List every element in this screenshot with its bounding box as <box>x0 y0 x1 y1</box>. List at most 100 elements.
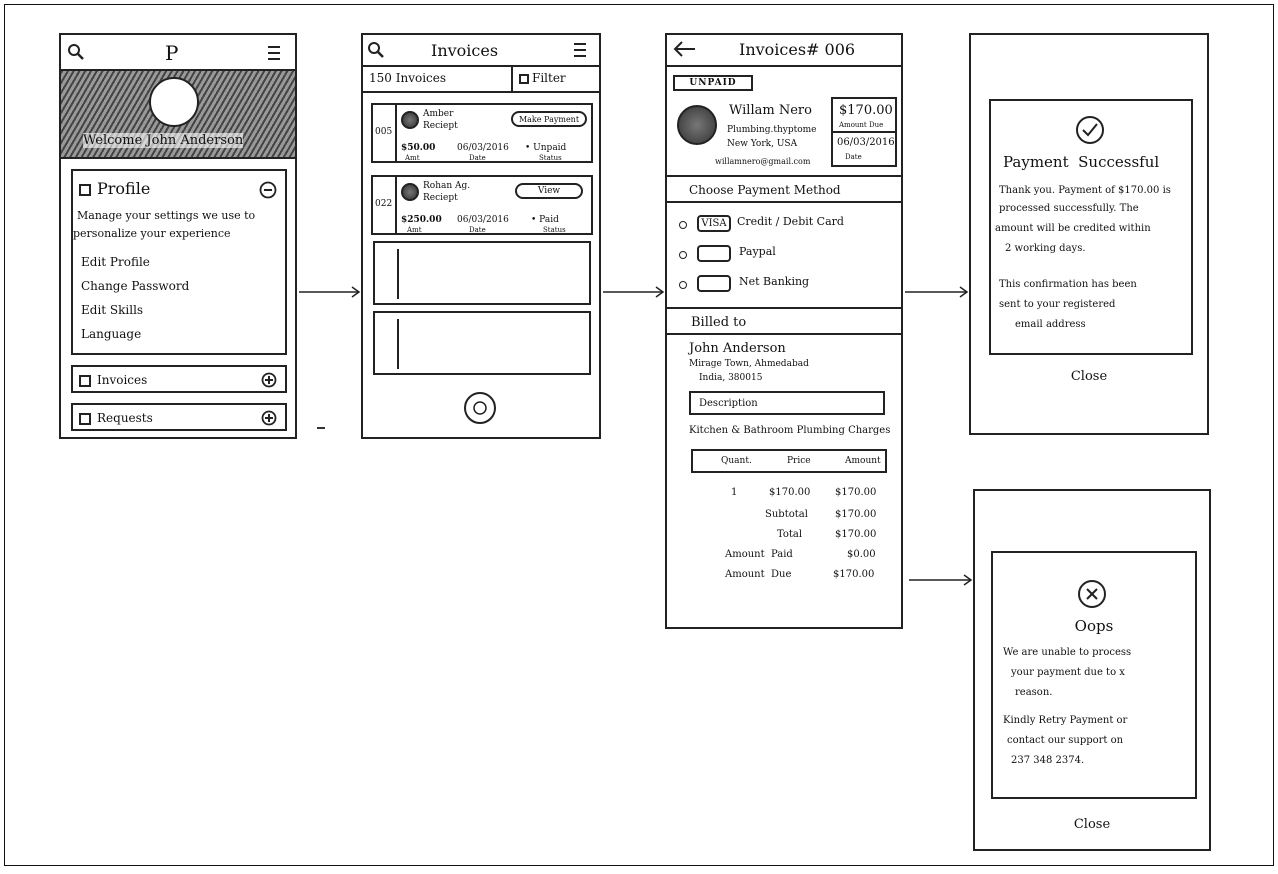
profile-card: Profile Manage your settings we use to p… <box>71 169 287 355</box>
filter-toggle[interactable]: Filter <box>519 71 566 85</box>
error-dialog: Oops We are unable to process your payme… <box>991 551 1197 799</box>
profile-title[interactable]: Profile <box>79 179 150 198</box>
check-circle-icon <box>1076 116 1104 144</box>
view-button[interactable]: View <box>515 183 583 199</box>
success-msg-3: amount will be credited within <box>995 223 1151 234</box>
back-arrow-icon[interactable] <box>673 41 697 57</box>
screen-payment-failed: Oops We are unable to process your payme… <box>973 489 1211 851</box>
col-quant: Quant. <box>721 456 752 466</box>
vendor-location: New York, USA <box>727 139 798 149</box>
filter-checkbox[interactable] <box>519 73 529 84</box>
menu-edit-profile[interactable]: Edit Profile <box>81 255 150 269</box>
amount-paid-value: $0.00 <box>847 549 876 560</box>
search-icon[interactable] <box>67 43 85 61</box>
success-msg-5: This confirmation has been <box>999 279 1137 290</box>
invoice-amount-label: Amt <box>405 154 420 162</box>
error-circle-icon <box>1078 580 1106 608</box>
menu-language[interactable]: Language <box>81 327 142 341</box>
requests-section[interactable]: Requests <box>71 403 287 431</box>
invoice-number: 022 <box>375 199 393 209</box>
invoice-number: 005 <box>375 127 393 137</box>
col-amount: Amount <box>845 456 881 466</box>
app-logo: P <box>165 41 179 65</box>
filter-divider <box>511 67 513 91</box>
wireframe-canvas: P Welcome John Anderson Profile Manage y… <box>4 4 1274 866</box>
invoice-status: • Paid <box>531 215 559 225</box>
expand-invoices-icon[interactable] <box>261 372 277 388</box>
screen-invoice-detail: Invoices# 006 UNPAID Willam Nero Plumbin… <box>665 33 903 629</box>
items-table-header: Quant. Price Amount <box>691 449 887 473</box>
menu-change-password[interactable]: Change Password <box>81 279 190 293</box>
invoice-name: Rohan Ag. <box>423 181 471 191</box>
menu-icon[interactable] <box>267 45 281 61</box>
section-divider <box>667 333 901 335</box>
error-msg-1: We are unable to process <box>1003 647 1132 658</box>
method-card-label[interactable]: Credit / Debit Card <box>737 215 844 228</box>
error-msg-5: contact our support on <box>1007 735 1124 746</box>
invoice-date-label: Date <box>845 153 862 161</box>
screen-home: P Welcome John Anderson Profile Manage y… <box>59 33 297 439</box>
invoice-count: 150 Invoices <box>369 71 447 85</box>
flow-arrow-1 <box>299 286 361 298</box>
invoices-section[interactable]: Invoices <box>71 365 287 393</box>
invoice-amount-label: Amt <box>407 226 422 234</box>
description-text: Kitchen & Bathroom Plumbing Charges <box>689 425 891 436</box>
invoice-amount: $50.00 <box>401 143 436 153</box>
invoices-checkbox[interactable] <box>79 374 91 387</box>
expand-requests-icon[interactable] <box>261 410 277 426</box>
flow-arrow-4 <box>909 574 973 586</box>
avatar <box>401 111 419 129</box>
pencil-mark <box>317 427 325 429</box>
menu-icon[interactable] <box>573 42 587 58</box>
requests-label: Requests <box>97 411 153 425</box>
menu-edit-skills[interactable]: Edit Skills <box>81 303 144 317</box>
method-paypal-label[interactable]: Paypal <box>739 245 776 258</box>
radio-netbanking[interactable] <box>679 281 687 289</box>
vendor-company: Plumbing.thyptome <box>727 125 817 135</box>
profile-checkbox[interactable] <box>79 183 91 196</box>
row-price: $170.00 <box>769 487 811 498</box>
invoices-section-title: Invoices <box>79 373 147 387</box>
bill-address-2: India, 380015 <box>699 373 763 383</box>
bill-name: John Anderson <box>689 341 786 356</box>
collapse-icon[interactable] <box>259 181 277 199</box>
vendor-email: willamnero@gmail.com <box>715 157 811 166</box>
search-icon[interactable] <box>367 41 385 59</box>
invoice-card[interactable]: 022 Rohan Ag. Reciept View $250.00 Amt 0… <box>371 175 593 235</box>
placeholder-divider <box>397 319 399 369</box>
invoice-status-label: Status <box>539 154 562 162</box>
detail-header: Invoices# 006 <box>667 35 901 67</box>
row-quantity: 1 <box>731 487 738 498</box>
requests-checkbox[interactable] <box>79 412 91 425</box>
error-title: Oops <box>1074 617 1114 635</box>
invoice-name: Amber <box>423 109 454 119</box>
avatar <box>401 183 419 201</box>
profile-desc-2: personalize your experience <box>73 227 231 240</box>
close-button[interactable]: Close <box>1070 369 1108 384</box>
profile-desc-1: Manage your settings we use to <box>77 209 256 222</box>
invoice-type: Reciept <box>423 121 458 131</box>
invoice-card-divider <box>395 177 397 233</box>
status-badge: UNPAID <box>673 75 753 91</box>
requests-section-title: Requests <box>79 411 153 425</box>
invoice-status-value: Unpaid <box>533 143 567 153</box>
avatar <box>149 77 199 127</box>
invoices-header: Invoices <box>363 35 599 67</box>
close-button[interactable]: Close <box>1073 817 1111 832</box>
invoices-toolbar: 150 Invoices Filter <box>363 67 599 93</box>
amount-value: $170.00 <box>839 103 893 118</box>
invoice-date: 06/03/2016 <box>837 137 895 148</box>
page-title: Invoices# 006 <box>739 40 856 59</box>
radio-card[interactable] <box>679 221 687 229</box>
home-button-icon[interactable] <box>463 391 497 425</box>
radio-paypal[interactable] <box>679 251 687 259</box>
subtotal-label: Subtotal <box>765 509 808 520</box>
method-netbanking-label[interactable]: Net Banking <box>739 275 810 288</box>
amount-due-label: Amount Due <box>725 569 792 580</box>
invoice-date-label: Date <box>469 226 486 234</box>
make-payment-button[interactable]: Make Payment <box>511 111 587 127</box>
visa-icon: VISA <box>697 215 731 232</box>
placeholder-divider <box>397 249 399 299</box>
vendor-name: Willam Nero <box>729 103 812 118</box>
invoice-card[interactable]: 005 Amber Reciept Make Payment $50.00 Am… <box>371 103 593 163</box>
